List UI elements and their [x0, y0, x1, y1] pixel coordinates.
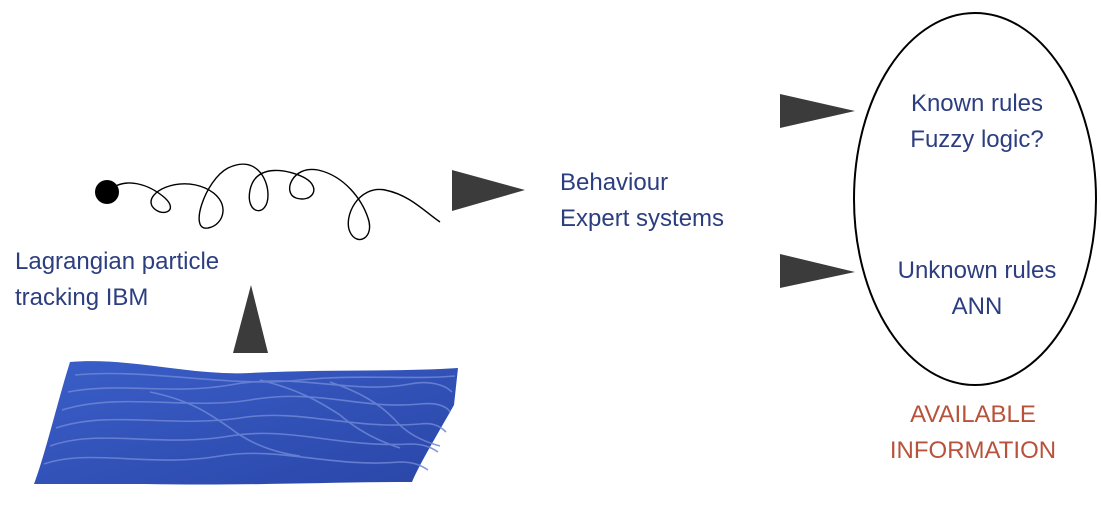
trajectory-loop-icon [106, 163, 441, 241]
particle-label-line1: Lagrangian particle [15, 248, 219, 275]
arrow-triangle-icon [780, 94, 855, 128]
unknown-rules-line2: ANN [952, 293, 1003, 320]
particle-label-line2: tracking IBM [15, 284, 148, 311]
information-ellipse [853, 12, 1097, 386]
arrow-triangle-icon [452, 170, 525, 211]
available-information-line1: AVAILABLE [910, 401, 1036, 428]
available-information-line2: INFORMATION [890, 437, 1056, 464]
known-rules-line2: Fuzzy logic? [910, 126, 1043, 153]
arrow-triangle-icon [780, 254, 855, 288]
known-rules-line1: Known rules [911, 90, 1043, 117]
behaviour-label-line1: Behaviour [560, 169, 668, 196]
behaviour-label-line2: Expert systems [560, 205, 724, 232]
arrow-triangle-icon [233, 285, 268, 353]
ocean-surface-icon [34, 361, 458, 485]
unknown-rules-line1: Unknown rules [898, 257, 1057, 284]
